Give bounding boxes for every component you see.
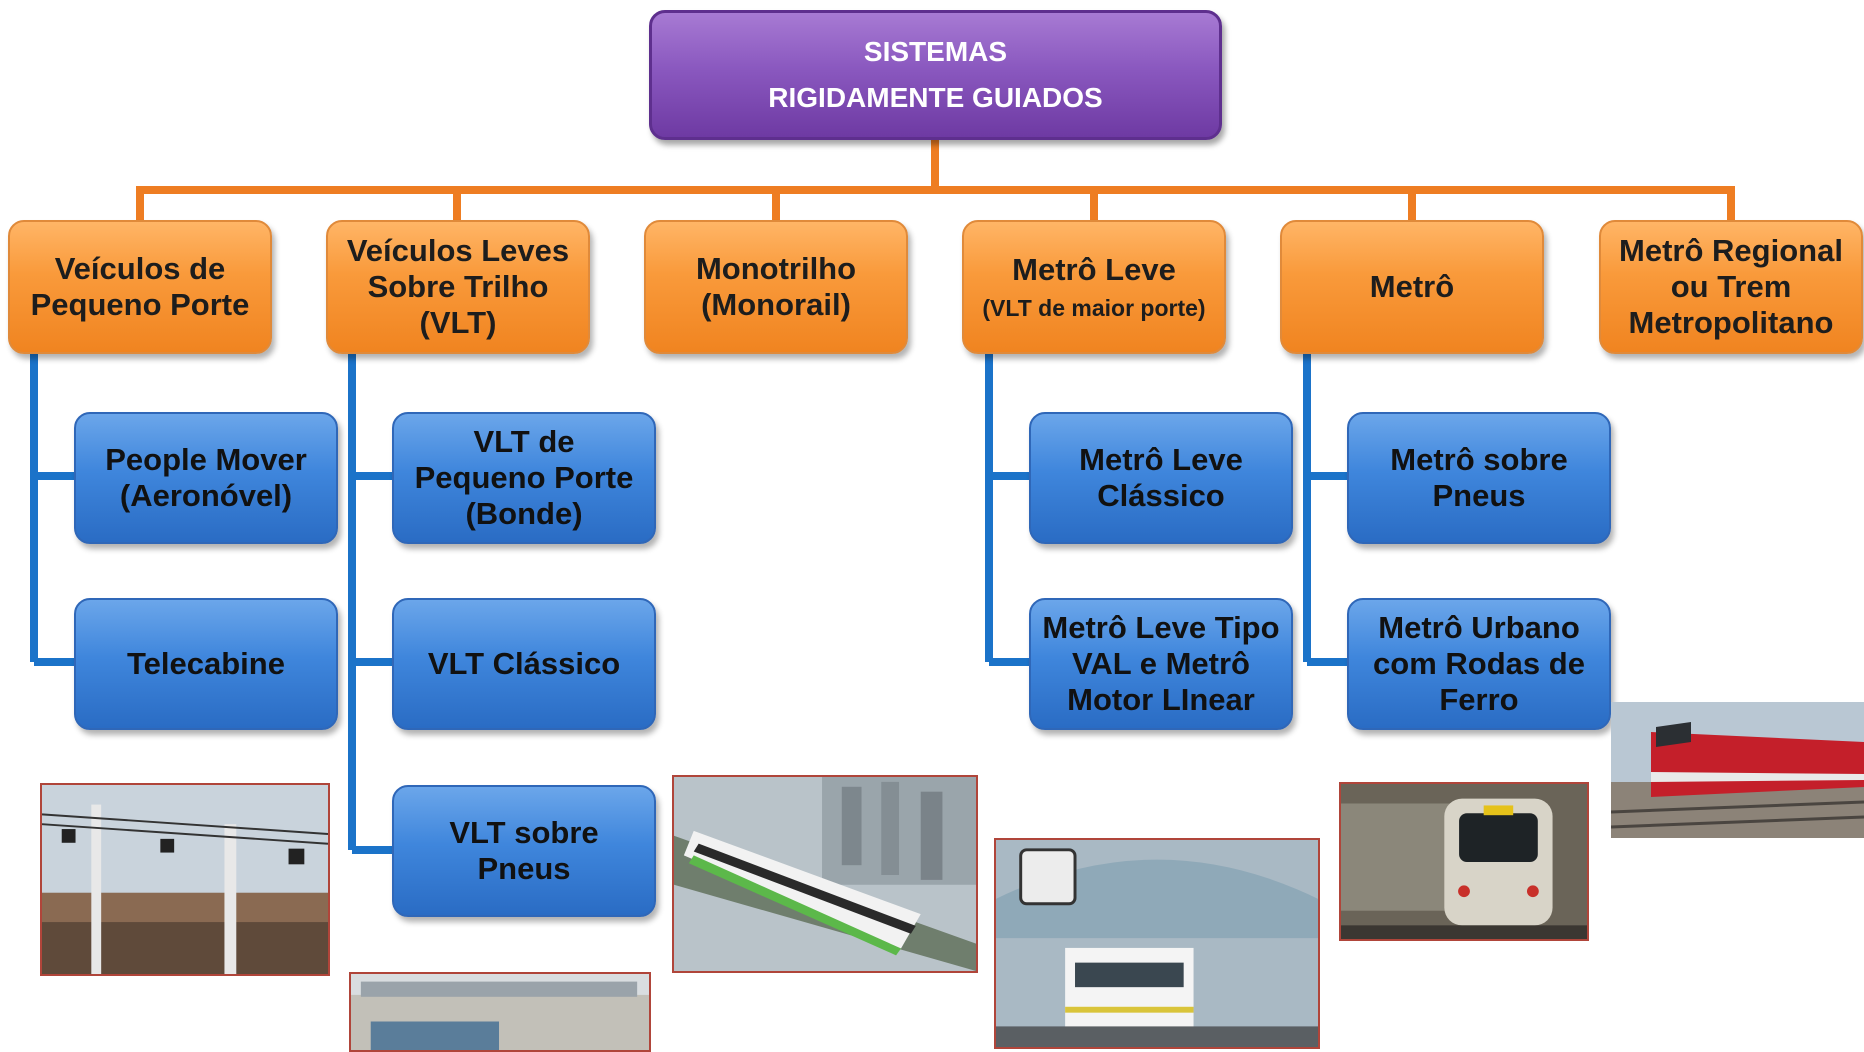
category-label-line: (VLT) [419,305,497,341]
category-sublabel: (VLT de maior porte) [982,294,1206,321]
telecabine-photo [40,783,330,976]
subtype-label-line: Telecabine [127,645,285,681]
category-vlt: Veículos Leves Sobre Trilho (VLT) [326,220,590,354]
subtype-label-line: Pequeno Porte [414,459,634,495]
monorail-photo [672,775,978,973]
subtype-label-line: com Rodas de [1373,645,1585,681]
category-label-line: (Monorail) [701,287,851,322]
subtype-label-line: Pneus [477,851,571,886]
subtype-metro-urbano: Metrô Urbano com Rodas de Ferro [1347,598,1611,730]
category-label-line: Monotrilho [695,250,857,286]
subtype-label-line: Ferro [1439,682,1519,718]
category-label-line: Veículos de [54,250,226,286]
category-label-line: Sobre Trilho [367,268,549,304]
subtype-label-line: VLT de [473,423,575,459]
subtype-vlt-classico: VLT Clássico [392,598,656,730]
category-label-line: Metrô Leve [1012,252,1176,288]
category-label-line: ou Trem [1670,268,1792,304]
metro-train-front-photo [1339,782,1589,941]
light-metro-station-photo [994,838,1320,1049]
subtype-label-line: Metrô Leve Tipo [1042,609,1280,645]
orange-connectors [136,136,1735,224]
root-line-2: RIGIDAMENTE GUIADOS [768,82,1103,113]
subtype-label-line: Metrô sobre [1390,441,1568,477]
subtype-label-line: Pneus [1432,478,1526,513]
subtype-label-line: Metrô Urbano [1378,609,1580,645]
regional-train-photo [1611,702,1864,838]
subtype-label-line: VLT sobre [449,814,599,850]
root-node: SISTEMAS RIGIDAMENTE GUIADOS [649,10,1222,140]
subtype-label-line: VAL e Metrô [1072,645,1250,681]
subtype-label-line: Clássico [1097,478,1225,513]
subtype-people-mover: People Mover (Aeronóvel) [74,412,338,544]
subtype-metro-leve-val: Metrô Leve Tipo VAL e Metrô Motor LInear [1029,598,1293,730]
subtype-label-line: (Aeronóvel) [119,478,293,513]
category-label-line: Metrô [1369,268,1455,304]
subtype-telecabine: Telecabine [74,598,338,730]
subtype-label-line: (Bonde) [465,496,583,532]
subtype-metro-leve-classico: Metrô Leve Clássico [1029,412,1293,544]
subtype-metro-pneus: Metrô sobre Pneus [1347,412,1611,544]
category-monotrilho: Monotrilho (Monorail) [644,220,908,354]
blue-connectors [30,354,1347,854]
subtype-vlt-pneus: VLT sobre Pneus [392,785,656,917]
subtype-label-line: VLT Clássico [427,645,621,681]
subtype-vlt-pequeno-porte: VLT de Pequeno Porte (Bonde) [392,412,656,544]
category-metro: Metrô [1280,220,1544,354]
subtype-label-line: Metrô Leve [1079,441,1243,477]
category-label-line: Metropolitano [1628,305,1834,341]
category-metro-regional: Metrô Regional ou Trem Metropolitano [1599,220,1863,354]
subtype-label-line: Motor LInear [1067,682,1255,718]
vlt-street-photo [349,972,651,1052]
category-label-line: Veículos Leves [346,232,570,268]
category-label-line: Pequeno Porte [30,287,250,322]
category-label-line: Metrô Regional [1619,232,1843,268]
root-line-1: SISTEMAS [863,35,1008,67]
category-metro-leve: Metrô Leve (VLT de maior porte) [962,220,1226,354]
subtype-label-line: People Mover [105,441,307,477]
category-pequeno-porte: Veículos de Pequeno Porte [8,220,272,354]
